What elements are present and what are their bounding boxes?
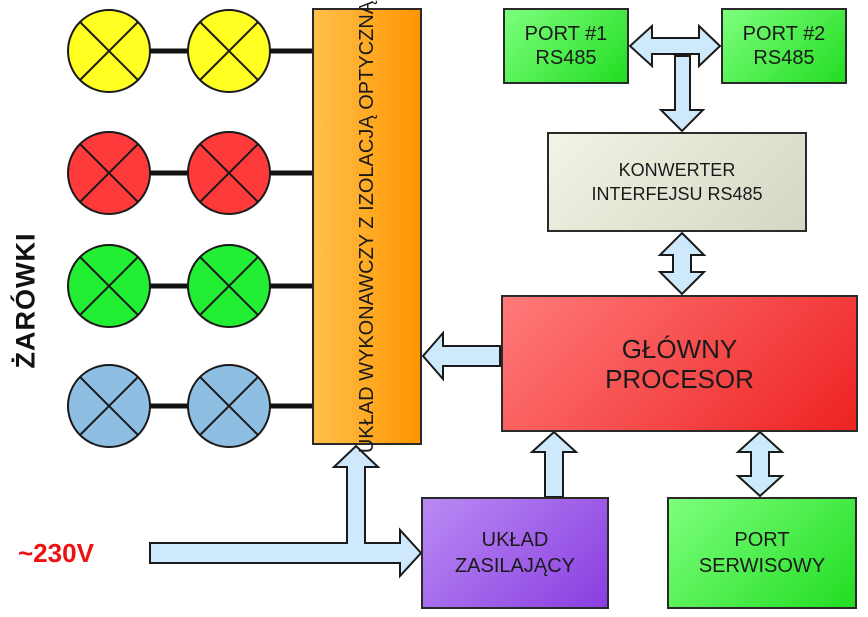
executive-block: UKŁAD WYKONAWCZY Z IZOLACJĄ OPTYCZNĄ [312, 0, 422, 453]
converter-label: KONWERTER INTERFEJSU RS485 [591, 160, 763, 204]
bulb-icon-yellow-2 [187, 9, 271, 93]
arrow-processor-executive [421, 330, 501, 382]
bulb-grid [67, 9, 271, 448]
bulbs-heading: ŻARÓWKI [4, 150, 48, 450]
bulb-icon-red-1 [67, 131, 151, 215]
bulb-cross-b [199, 143, 259, 203]
service-port-block: PORT SERWISOWY [667, 497, 857, 609]
bulb-cross-b [79, 256, 139, 316]
mains-voltage-label: ~230V [18, 538, 94, 568]
executive-label: UKŁAD WYKONAWCZY Z IZOLACJĄ OPTYCZNĄ [356, 0, 378, 453]
bulb-icon-yellow-1 [67, 9, 151, 93]
connection-arrows [149, 23, 785, 579]
bulb-icon-blue-1 [67, 364, 151, 448]
power-supply-block: UKŁAD ZASILAJĄCY [421, 497, 609, 609]
bulb-icon-green-1 [67, 244, 151, 328]
bulb-icon-green-2 [187, 244, 271, 328]
bulb-cross-b [199, 376, 259, 436]
processor-label: GŁÓWNY PROCESOR [605, 333, 754, 394]
processor-block: GŁÓWNY PROCESOR [501, 295, 858, 432]
arrow-power-processor [529, 430, 579, 498]
bulb-icon-red-2 [187, 131, 271, 215]
bulbs-label: ŻARÓWKI [10, 232, 41, 368]
converter-block: KONWERTER INTERFEJSU RS485 [547, 132, 807, 232]
port-1-label: PORT #1 RS485 [524, 23, 608, 69]
bulb-icon-blue-2 [187, 364, 271, 448]
bulb-wires [109, 48, 312, 409]
port-2-label: PORT #2 RS485 [742, 23, 826, 69]
arrow-converter-processor [657, 231, 707, 296]
arrow-mains-distribution [149, 444, 423, 579]
bulb-cross-b [79, 21, 139, 81]
bulb-cross-b [199, 256, 259, 316]
port-2-rs485-block: PORT #2 RS485 [721, 8, 847, 84]
arrow-port1-port2 [628, 23, 722, 69]
power-supply-label: UKŁAD ZASILAJĄCY [454, 529, 576, 577]
bulb-cross-b [79, 143, 139, 203]
arrow-processor-service [735, 430, 785, 498]
arrow-ports-converter [658, 55, 706, 133]
port-1-rs485-block: PORT #1 RS485 [503, 8, 629, 84]
service-port-label: PORT SERWISOWY [698, 529, 826, 577]
bulb-cross-b [79, 376, 139, 436]
bulb-cross-b [199, 21, 259, 81]
